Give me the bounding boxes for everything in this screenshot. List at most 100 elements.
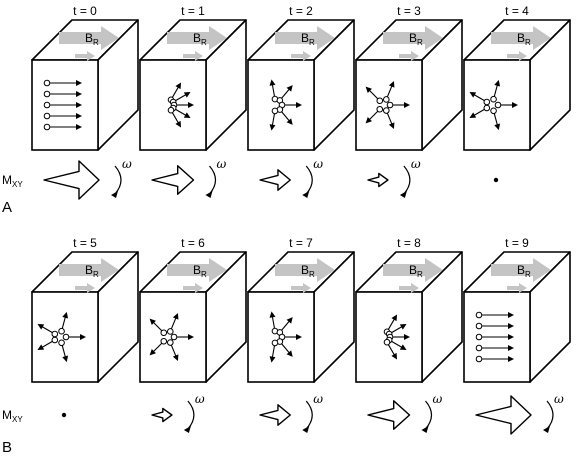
field-arrow <box>491 26 551 50</box>
spin-origin <box>494 101 502 109</box>
field-label: BR <box>409 263 423 279</box>
spin-vector-head <box>365 117 372 124</box>
frame: t = 5BR <box>31 236 139 418</box>
spin-vector-head <box>508 334 514 340</box>
frame: t = 4 BR <box>463 4 571 183</box>
field-label-sub: R <box>93 270 99 279</box>
spin-origin <box>43 79 51 87</box>
field-label-main: B <box>409 263 417 277</box>
field-arrow-small <box>291 51 311 61</box>
spin-origin <box>483 98 491 106</box>
field-label-sub: R <box>309 38 315 47</box>
spin-origin <box>166 339 174 346</box>
spin-vector-head <box>269 311 276 318</box>
spin-vector-head <box>365 86 372 93</box>
omega-symbol: ω <box>195 392 205 406</box>
spin-vector-head <box>62 355 69 363</box>
spin-vector-head <box>404 334 410 340</box>
mxy-row-label: MXY <box>2 408 23 424</box>
spin-vector-head <box>469 112 477 118</box>
mxy-vector <box>259 404 291 426</box>
rotation-arc-head <box>543 426 550 433</box>
spin-vector-head <box>399 324 407 330</box>
spin-vector-head <box>296 334 302 340</box>
field-arrow-small <box>507 283 527 293</box>
field-label-main: B <box>517 263 525 277</box>
spin-origin <box>51 330 59 338</box>
time-label: t = 8 <box>397 236 421 250</box>
spin-vector-head <box>76 113 82 119</box>
rotation-arc-head <box>302 191 310 198</box>
rotation-arc <box>209 165 217 195</box>
spin-origin <box>376 105 384 113</box>
spin-origin <box>483 104 491 112</box>
mxy-vector <box>43 160 100 200</box>
time-label: t = 9 <box>505 236 529 250</box>
spin-origin <box>475 344 483 352</box>
omega-symbol: ω <box>313 392 323 406</box>
spin-vector-head <box>508 345 514 351</box>
spin-origin <box>475 333 483 341</box>
omega-symbol: ω <box>122 157 132 171</box>
omega-symbol: ω <box>313 157 323 171</box>
field-arrow-small <box>75 283 95 293</box>
mxy-null-dot <box>61 412 67 418</box>
field-label: BR <box>85 263 99 279</box>
rotation-arc-head <box>205 191 213 198</box>
field-label-main: B <box>409 31 417 45</box>
spin-vector-head <box>149 318 156 325</box>
field-label-main: B <box>301 263 309 277</box>
time-label: t = 6 <box>181 236 205 250</box>
time-label: t = 3 <box>397 4 421 18</box>
field-label-main: B <box>517 31 525 45</box>
field-arrow <box>59 258 119 282</box>
spin-vector-head <box>188 334 194 340</box>
rotation-arc <box>187 400 195 430</box>
spin-vector-head <box>269 79 276 86</box>
rotation-arc <box>546 400 554 430</box>
field-label-main: B <box>193 31 201 45</box>
omega-symbol: ω <box>554 392 564 406</box>
field-arrow <box>59 26 119 50</box>
spin-vector-head <box>183 112 191 118</box>
rotation-arc <box>114 165 122 195</box>
rotation-arc <box>305 400 313 430</box>
spin-origin <box>475 322 483 330</box>
mxy-vector <box>259 169 291 191</box>
mxy-row-label: MXY <box>2 173 23 189</box>
field-label: BR <box>409 31 423 47</box>
omega-symbol: ω <box>217 157 227 171</box>
rotation-arc-head <box>421 426 429 433</box>
spin-vector-head <box>172 354 179 362</box>
spin-vector-head <box>494 79 501 87</box>
spin-origin <box>58 327 65 335</box>
field-arrow <box>275 26 335 50</box>
field-label: BR <box>193 31 207 47</box>
field-label: BR <box>301 263 315 279</box>
field-label-main: B <box>301 31 309 45</box>
panel-letter: B <box>2 439 12 456</box>
spin-origin <box>167 106 175 114</box>
spin-origin <box>43 123 51 131</box>
spin-origin <box>386 101 394 109</box>
spin-origin <box>166 328 174 335</box>
field-arrow <box>167 26 227 50</box>
field-label-sub: R <box>525 38 531 47</box>
spin-vector-head <box>149 349 156 356</box>
field-arrow-small <box>183 283 203 293</box>
spin-vector-head <box>76 102 82 108</box>
spin-vector-head <box>296 102 302 108</box>
spin-vector-head <box>508 356 514 362</box>
mxy-null-dot <box>493 177 499 183</box>
spin-vector-head <box>286 118 293 125</box>
mxy-vector <box>475 395 532 435</box>
field-label-sub: R <box>309 270 315 279</box>
time-label: t = 4 <box>505 4 529 18</box>
field-arrow <box>383 26 443 50</box>
spin-vector-head <box>388 122 395 130</box>
spin-vector-head <box>399 344 407 350</box>
